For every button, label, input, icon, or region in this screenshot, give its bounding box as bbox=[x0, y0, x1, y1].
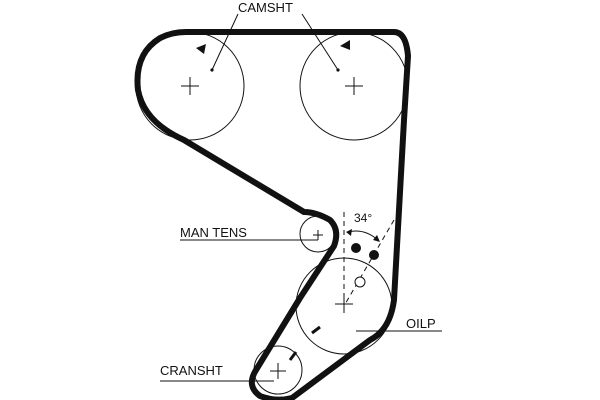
oil-pump-tick-mark bbox=[311, 325, 321, 335]
timing-belt bbox=[134, 29, 411, 400]
camshaft-leader-left bbox=[211, 13, 239, 71]
angle-arc bbox=[347, 230, 379, 241]
camshaft-left-center-cross bbox=[181, 77, 199, 95]
oil-pump-label: OILP bbox=[406, 316, 436, 331]
oil-pump-angle-dash bbox=[343, 219, 395, 307]
oil-pump-mark-dot-left bbox=[351, 243, 361, 253]
crankshaft-label: CRANSHT bbox=[160, 363, 223, 378]
camshaft-right-center-cross bbox=[345, 77, 363, 95]
angle-label: 34° bbox=[354, 211, 372, 225]
camshaft-left-timing-mark-icon bbox=[196, 44, 206, 54]
angle-arrow-left-icon bbox=[346, 229, 352, 236]
oil-pump-mark-ring bbox=[354, 276, 366, 288]
tensioner-center-cross bbox=[313, 230, 323, 240]
camshaft-right-timing-mark-icon bbox=[340, 40, 350, 50]
camshaft-leader-right bbox=[301, 13, 339, 71]
crankshaft-center-cross bbox=[270, 363, 286, 379]
camshaft-label: CAMSHT bbox=[238, 0, 293, 15]
angle-arrow-right-icon bbox=[373, 235, 380, 242]
manual-tensioner-label: MAN TENS bbox=[180, 225, 247, 240]
oil-pump-mark-dot-right bbox=[369, 250, 379, 260]
crankshaft-tick-mark bbox=[288, 351, 298, 361]
